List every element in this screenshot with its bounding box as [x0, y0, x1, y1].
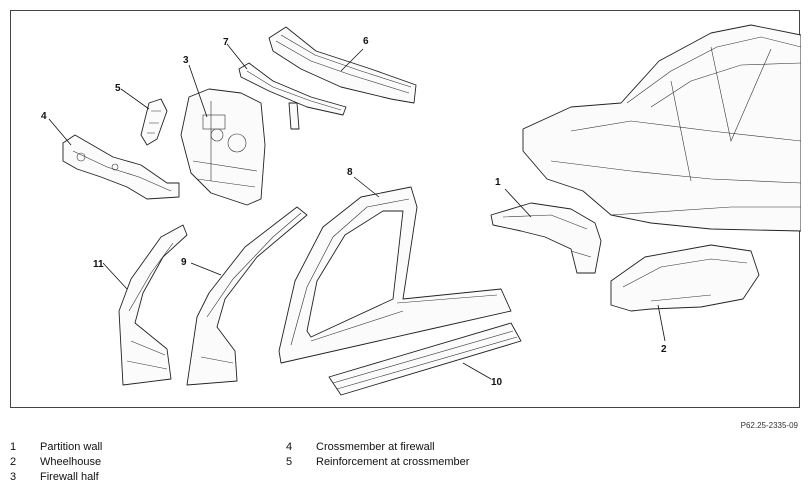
- callout-7: 7: [223, 37, 229, 48]
- callout-11: 11: [93, 259, 104, 270]
- part-9-a-pillar-outer: [186, 206, 308, 386]
- legend-label: Partition wall: [40, 441, 103, 453]
- legend-column-right: 4 Crossmember at firewall 5 Reinforcement …: [286, 440, 469, 470]
- diagram-frame: 1 2 3 4 5 6 7 8 9 10 11: [10, 10, 801, 408]
- part-3-firewall-half: [180, 88, 266, 206]
- callouts: 1 2 3 4 5 6 7 8 9 10 11: [41, 36, 667, 388]
- legend-number: 4: [286, 441, 293, 453]
- legend-item: 5 Reinforcement at crossmember: [286, 455, 469, 470]
- part-11-a-pillar-inner: [118, 224, 188, 386]
- callout-2: 2: [661, 344, 667, 355]
- legend-item: 3 Firewall half: [10, 470, 102, 485]
- part-1-partition-wall: [490, 202, 602, 274]
- body-shell-assembly: [522, 24, 801, 232]
- part-7-cowl-strip: [238, 62, 347, 130]
- exploded-view-drawing: 1 2 3 4 5 6 7 8 9 10 11: [41, 24, 801, 396]
- leader-lines: [48, 43, 666, 380]
- callout-6: 6: [363, 36, 369, 47]
- legend-number: 1: [10, 441, 17, 453]
- legend-number: 5: [286, 456, 293, 468]
- callout-8: 8: [347, 167, 353, 178]
- part-10-sill: [328, 322, 522, 396]
- legend-column-left: 1 Partition wall 2 Wheelhouse 3 Firewall ha…: [10, 440, 102, 485]
- part-4-crossmember: [62, 134, 180, 200]
- legend-item: 4 Crossmember at firewall: [286, 440, 469, 455]
- callout-9: 9: [181, 257, 187, 268]
- part-8-side-frame: [278, 186, 512, 364]
- figure-reference: P62.25-2335-09: [740, 421, 798, 430]
- legend-label: Reinforcement at crossmember: [316, 456, 470, 468]
- legend-item: 1 Partition wall: [10, 440, 102, 455]
- legend-number: 3: [10, 471, 17, 483]
- legend-label: Wheelhouse: [40, 456, 102, 468]
- part-2-wheelhouse: [610, 244, 760, 312]
- callout-4: 4: [41, 111, 47, 122]
- callout-3: 3: [183, 55, 189, 66]
- callout-10: 10: [491, 377, 503, 388]
- legend-item: 2 Wheelhouse: [10, 455, 102, 470]
- callout-1: 1: [495, 177, 501, 188]
- legend-label: Crossmember at firewall: [316, 441, 435, 453]
- part-6-cowl-panel: [268, 26, 417, 104]
- part-5-reinforcement: [140, 98, 168, 146]
- callout-5: 5: [115, 83, 121, 94]
- legend-number: 2: [10, 456, 17, 468]
- legend-label: Firewall half: [40, 471, 99, 483]
